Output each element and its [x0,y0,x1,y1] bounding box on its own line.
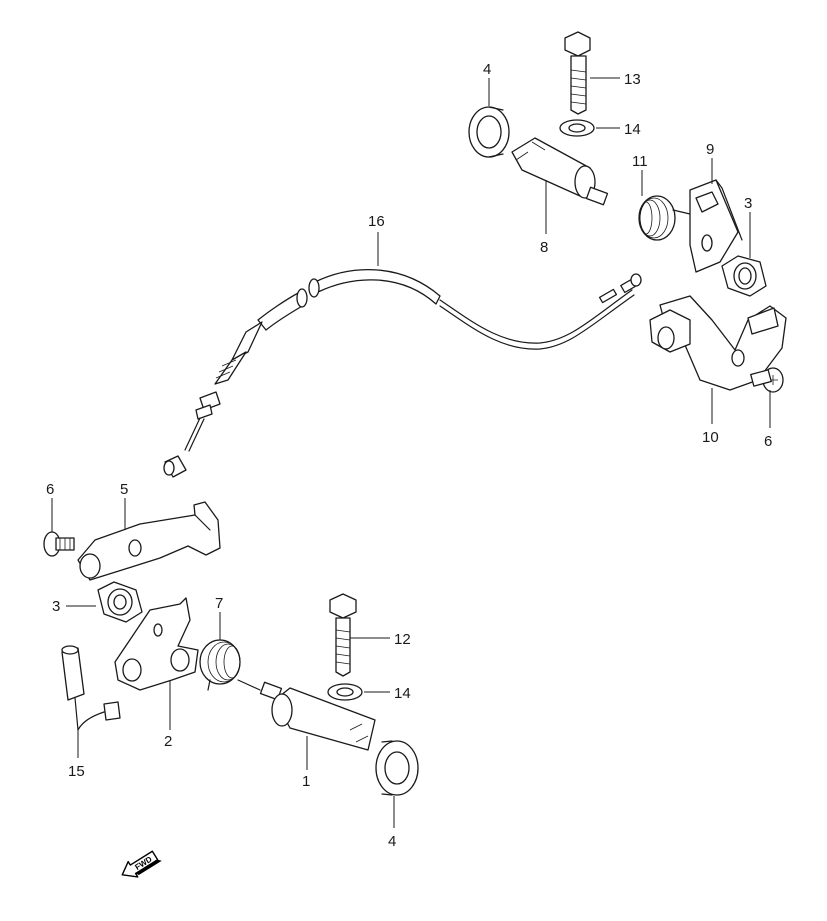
callout-2: 2 [164,733,172,750]
link-rod-15 [61,645,121,731]
screw-left [43,531,75,557]
nut-top [721,255,767,297]
bolt-top [564,31,591,115]
bolt-bottom [329,593,357,677]
callout-4-top: 4 [483,61,491,78]
callout-16: 16 [368,213,385,230]
throttle-cable [163,269,642,478]
callout-8: 8 [540,239,548,256]
bushing-bottom [375,740,419,796]
callout-12: 12 [394,631,411,648]
bracket-arm-5 [77,501,221,581]
bracket-arm-10 [649,295,787,391]
callout-5: 5 [120,481,128,498]
shaft-top [511,137,609,206]
callout-14-bottom: 14 [394,685,411,702]
callout-11: 11 [632,153,648,170]
lever-plate-9 [689,179,743,273]
nut-left [97,581,143,623]
leader-lines [51,77,771,828]
callout-3-left: 3 [52,598,60,615]
screw-right [750,367,784,393]
callout-6-left: 6 [46,481,54,498]
spring-bottom [199,639,261,691]
washer-bottom [327,683,363,701]
washer-top [559,119,595,137]
shaft-bottom [259,681,376,751]
callout-1: 1 [302,773,310,790]
forward-arrow-icon: FWD [121,850,162,878]
spring-top [638,195,691,241]
callout-10: 10 [702,429,719,446]
callout-13: 13 [624,71,641,88]
callout-14-top: 14 [624,121,641,138]
callout-7: 7 [215,595,223,612]
callout-6-right: 6 [764,433,772,450]
callout-labels: 4 13 14 11 9 3 8 16 10 6 6 5 3 7 12 14 2… [46,61,772,850]
lever-plate-2 [114,597,199,691]
callout-3-top: 3 [744,195,752,212]
callout-15: 15 [68,763,85,780]
callout-4-bottom: 4 [388,833,396,850]
callout-9: 9 [706,141,714,158]
bushing-top [468,106,510,158]
